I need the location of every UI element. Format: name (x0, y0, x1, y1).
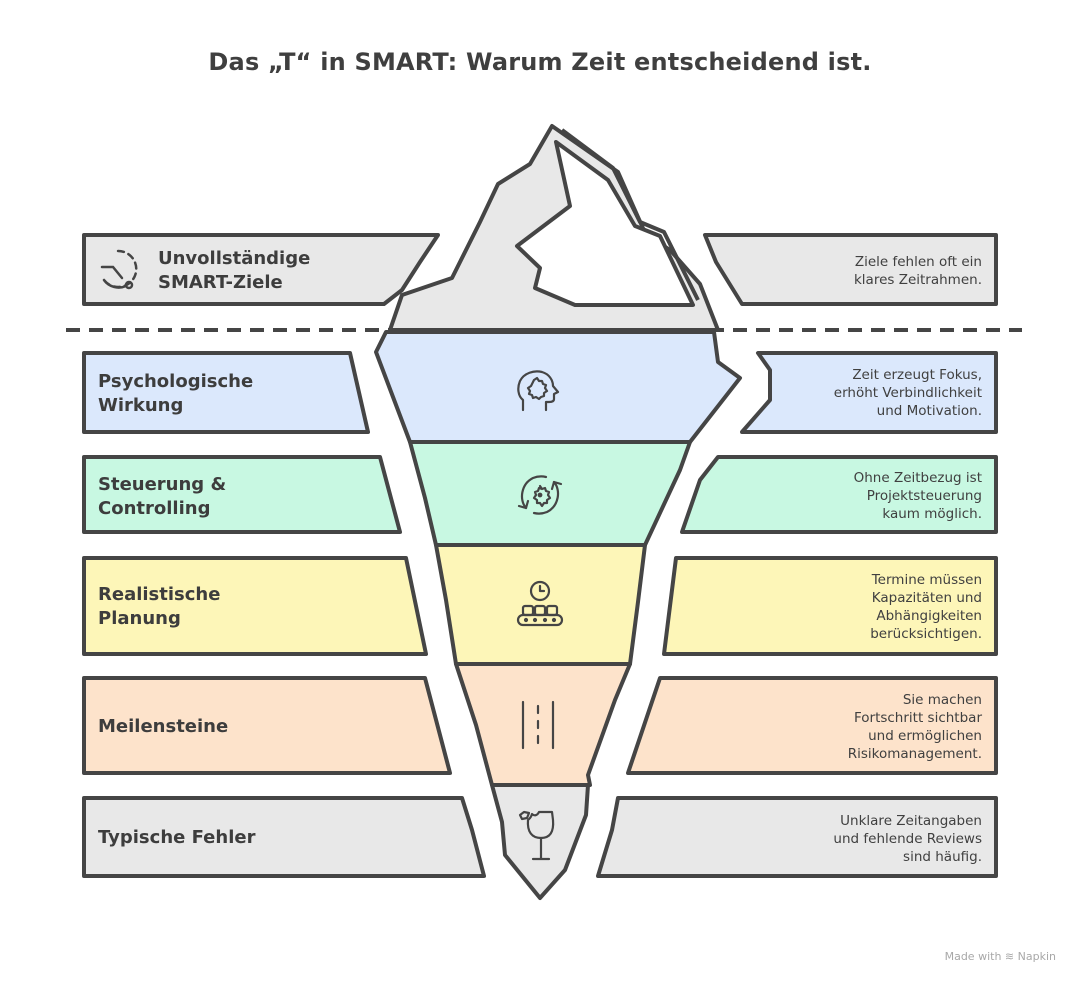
left-box-6 (82, 796, 486, 878)
timer-icon (96, 247, 140, 297)
broken-glass-icon (518, 810, 562, 868)
right-box-4 (662, 556, 998, 656)
layer-label-meilensteine: Meilensteine (98, 716, 229, 737)
layer-label-realistische: Realistische Planung (98, 584, 221, 629)
road-icon (518, 700, 558, 754)
left-box-1 (82, 233, 440, 306)
page-title: Das „T“ in SMART: Warum Zeit entscheiden… (208, 48, 872, 76)
layer-label-steuerung: Steuerung & Controlling (98, 474, 227, 519)
left-box-3 (82, 455, 402, 534)
iceberg-face (515, 140, 695, 307)
iceberg-layer-peach (454, 662, 632, 787)
layer-label-typische-fehler: Typische Fehler (98, 827, 256, 848)
footer-credit: Made with ≋ Napkin (944, 950, 1056, 963)
right-box-1 (703, 233, 998, 306)
napkin-logo-icon: ≋ (1004, 950, 1015, 963)
left-box-4 (82, 556, 428, 656)
layer-desc-psychologische: Zeit erzeugt Fokus, erhöht Verbindlichke… (833, 367, 982, 419)
right-box-5 (626, 676, 998, 775)
iceberg-layer-blue (374, 330, 742, 444)
layer-desc-steuerung: Ohne Zeitbezug ist Projektsteuerung kaum… (853, 470, 982, 522)
left-box-5 (82, 676, 452, 775)
right-box-3 (680, 455, 998, 534)
head-gear-icon (516, 368, 562, 418)
left-box-2 (82, 351, 370, 434)
layer-label-unvollstaendige: Unvollständige SMART-Ziele (158, 248, 311, 293)
right-box-6 (596, 796, 998, 878)
layer-desc-unvollstaendige: Ziele fehlen oft ein klares Zeitrahmen. (853, 254, 982, 288)
gear-cycle-icon (516, 472, 564, 522)
layer-desc-realistische: Termine müssen Kapazitäten und Abhängigk… (870, 572, 982, 642)
layer-desc-typische-fehler: Unklare Zeitangaben und fehlende Reviews… (833, 813, 982, 865)
layer-label-psychologische: Psychologische Wirkung (98, 371, 254, 416)
layer-desc-meilensteine: Sie machen Fortschritt sichtbar und ermö… (847, 692, 982, 762)
right-box-2 (740, 351, 998, 434)
clock-conveyor-icon (516, 580, 564, 634)
